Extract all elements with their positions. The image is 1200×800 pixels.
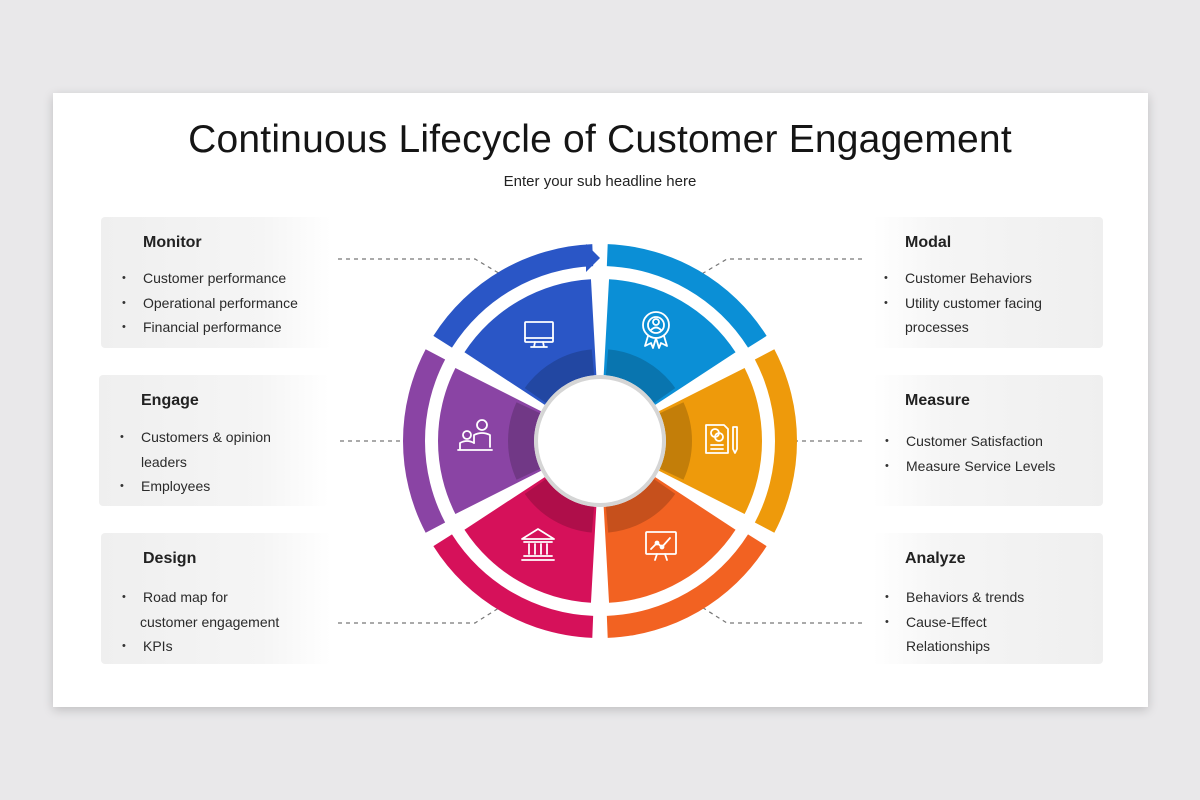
list-item: Behaviors & trends	[885, 585, 1091, 610]
list-item: Employees	[120, 474, 326, 499]
monitor-icon	[524, 321, 554, 348]
outer-arc-monitor	[433, 244, 594, 348]
outer-arc-design	[433, 534, 594, 638]
outer-arc-measure	[754, 349, 798, 533]
inner-band-modal	[605, 349, 676, 404]
bank-building-icon	[521, 528, 555, 561]
list-item: Operational performance	[122, 291, 328, 316]
analyze-list: Behaviors & trends Cause-Effect Relation…	[885, 585, 1091, 659]
award-badge-icon	[642, 311, 670, 349]
outer-arc-analyze	[606, 534, 767, 638]
list-item: customer engagement	[140, 613, 280, 630]
list-item: Relationships	[906, 638, 991, 655]
center-circle	[534, 375, 666, 507]
measure-list: Customer Satisfaction Measure Service Le…	[885, 429, 1091, 479]
connector-lines	[338, 258, 862, 624]
measure-panel: Measure Customer Satisfaction Measure Se…	[873, 375, 1103, 506]
connector-analyze	[699, 605, 862, 624]
people-meeting-icon	[457, 419, 493, 451]
modal-list: Customer Behaviors Utility customer faci…	[884, 266, 1090, 340]
engage-list: Customers & opinion leaders Employees	[120, 425, 326, 499]
list-item: Utility customer facing	[884, 291, 1090, 316]
connector-design	[338, 605, 503, 624]
inner-band-design	[524, 478, 595, 533]
monitor-heading: Monitor	[143, 234, 202, 251]
list-item: KPIs	[122, 634, 328, 659]
connector-monitor	[338, 258, 503, 276]
monitor-list: Customer performance Operational perform…	[122, 266, 328, 340]
list-item: Measure Service Levels	[885, 454, 1091, 479]
list-item: Cause-Effect	[885, 610, 1091, 635]
design-list: Road map for customer engagement KPIs	[122, 585, 328, 659]
analyze-panel: Analyze Behaviors & trends Cause-Effect …	[873, 533, 1103, 664]
outer-arc-engage	[403, 349, 446, 533]
list-item: Road map for	[122, 585, 328, 610]
analyze-heading: Analyze	[905, 550, 966, 567]
page-title: Continuous Lifecycle of Customer Engagem…	[188, 118, 1012, 161]
list-item: Customer Satisfaction	[885, 429, 1091, 454]
list-item: Customer Behaviors	[884, 266, 1090, 291]
list-item: Financial performance	[122, 315, 328, 340]
inner-band-analyze	[605, 478, 676, 533]
chart-presentation-icon	[645, 531, 677, 561]
wheel-segments	[403, 244, 798, 638]
design-panel: Design Road map for customer engagement …	[101, 533, 331, 664]
engage-panel: Engage Customers & opinion leaders Emplo…	[99, 375, 329, 506]
list-item: processes	[905, 319, 969, 336]
connector-modal	[699, 258, 862, 276]
monitor-panel: Monitor Customer performance Operational…	[101, 217, 331, 348]
document-pencil-icon	[705, 424, 738, 454]
segment-measure	[658, 367, 762, 515]
inner-band-monitor	[524, 349, 595, 404]
modal-panel: Modal Customer Behaviors Utility custome…	[873, 217, 1103, 348]
modal-heading: Modal	[905, 234, 952, 251]
engage-heading: Engage	[141, 392, 199, 409]
inner-band-engage	[508, 402, 541, 480]
measure-heading: Measure	[905, 392, 970, 409]
page-subtitle: Enter your sub headline here	[503, 173, 697, 190]
design-heading: Design	[143, 550, 197, 567]
inner-band-measure	[659, 402, 692, 480]
cycle-arrow-head	[586, 244, 600, 272]
list-item: Customers & opinion	[120, 425, 326, 450]
list-item: Customer performance	[122, 266, 328, 291]
outer-arc-modal	[606, 244, 767, 348]
list-item: leaders	[141, 453, 187, 470]
